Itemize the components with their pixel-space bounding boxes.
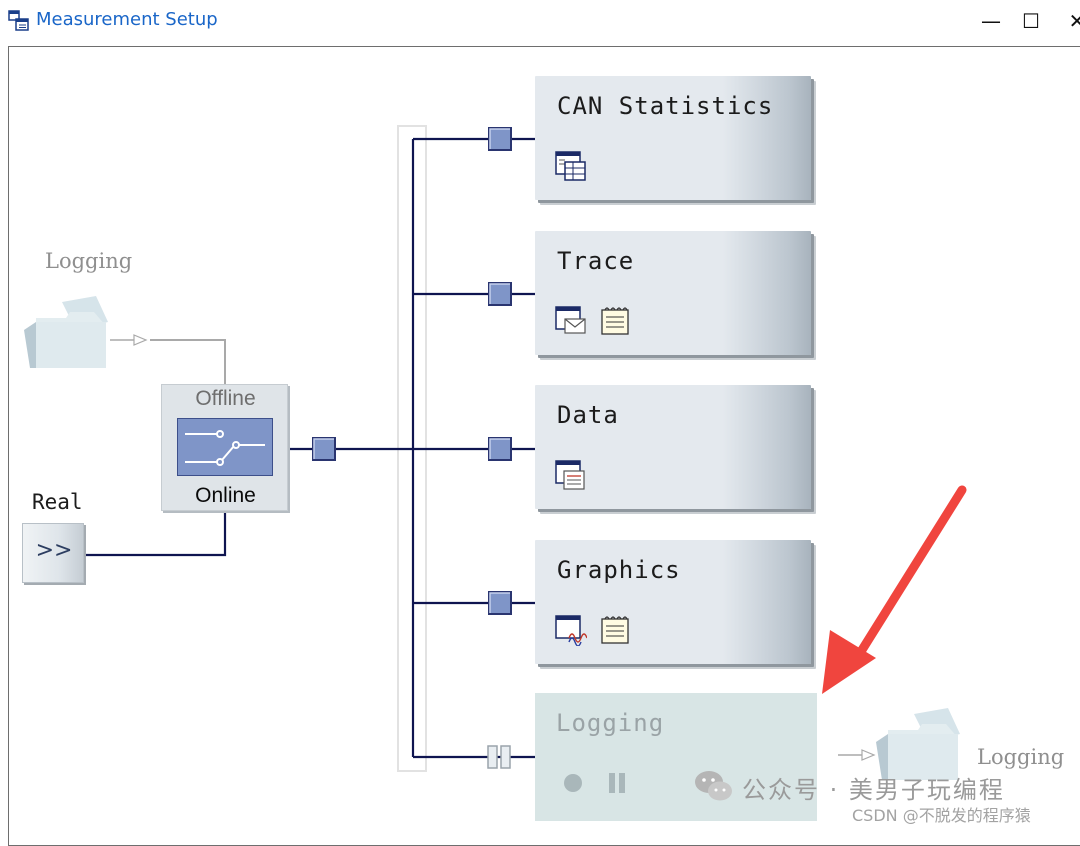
source-plug[interactable] [312,437,336,461]
graphics-block[interactable]: Graphics [535,540,811,664]
data-window-icon [555,460,585,490]
can-statistics-title: CAN Statistics [557,92,774,120]
minimize-button[interactable]: — [981,9,1001,33]
real-input-block[interactable]: >> [22,523,84,583]
online-label: Online [195,484,256,507]
data-title: Data [557,401,619,429]
can-statistics-plug[interactable] [488,127,512,151]
sink-logging-label: Logging [977,745,1065,769]
red-arrow-annotation [822,485,967,694]
trace-window-icon [555,306,586,334]
logging-block-title: Logging [556,709,665,737]
wechat-icon [695,771,732,801]
trace-block[interactable]: Trace [535,231,811,355]
trace-plug[interactable] [488,282,512,306]
offline-label: Offline [195,387,256,410]
graphics-window-icon [555,615,587,646]
offline-logging-label: Logging [45,249,133,273]
switch-icon [177,418,273,476]
maximize-button[interactable]: ☐ [1022,9,1040,33]
watermark-text: 公众号 · 美男子玩编程 [742,776,1005,804]
logging-plug-disabled[interactable] [487,745,511,769]
graphics-plug[interactable] [488,591,512,615]
sink-logging-folder-icon[interactable] [874,704,964,784]
measurement-setup-app-icon [8,10,29,31]
trace-title: Trace [557,247,635,275]
graphics-title: Graphics [557,556,681,584]
window-title: Measurement Setup [36,9,218,30]
real-input-button: >> [35,538,73,563]
data-plug[interactable] [488,437,512,461]
offline-logging-folder-icon[interactable] [22,292,112,372]
notes-icon [601,307,629,335]
offline-online-switch[interactable]: Offline Online [161,384,288,511]
csdn-watermark: CSDN @不脱发的程序猿 [852,806,1031,825]
real-label: Real [32,490,83,514]
title-bar [0,0,1080,44]
notes-icon [601,616,629,644]
data-block[interactable]: Data [535,385,811,509]
pause-icon[interactable] [605,771,629,795]
logging-block-disabled[interactable]: Logging [535,693,817,821]
close-button[interactable]: ✕ [1068,9,1080,33]
can-statistics-block[interactable]: CAN Statistics [535,76,811,200]
record-icon[interactable] [561,771,585,795]
statistics-table-icon [555,151,586,181]
